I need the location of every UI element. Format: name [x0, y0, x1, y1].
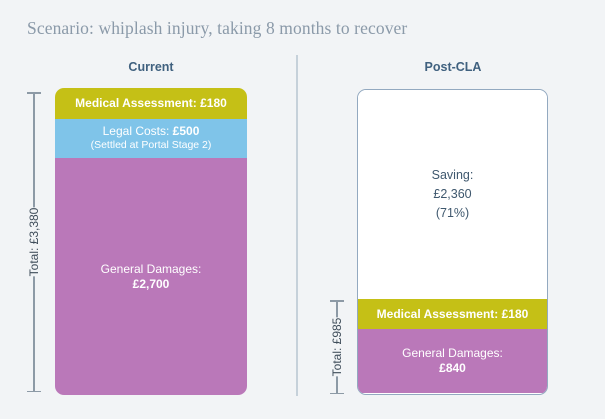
bar-segment-saving-post-cla[interactable]: Saving: £2,360 (71%) [358, 90, 547, 299]
bar-segment-medical-current[interactable]: Medical Assessment: £180 [55, 88, 247, 119]
bar-segment-legal-current[interactable]: Legal Costs: £500 (Settled at Portal Sta… [55, 119, 247, 158]
axis-cap-top [27, 92, 41, 94]
total-label-current: Total: £3,380 [24, 207, 44, 277]
segment-name: Legal Costs: [102, 124, 173, 139]
column-heading-post-cla: Post-CLA [424, 60, 482, 74]
column-heading-current: Current [128, 60, 174, 74]
segment-name: Medical Assessment: [75, 96, 201, 110]
segment-value: £2,700 [132, 276, 170, 291]
segment-value: £500 [172, 124, 200, 139]
axis-cap-bottom [330, 392, 344, 394]
segment-label-medical-current: Medical Assessment: £180 [75, 96, 227, 111]
bar-segment-medical-post-cla[interactable]: Medical Assessment: £180 [358, 299, 547, 329]
saving-label: Saving: [431, 168, 474, 183]
saving-percent: (71%) [435, 205, 470, 220]
page-title: Scenario: whiplash injury, taking 8 mont… [27, 18, 408, 38]
segment-name: General Damages: [402, 346, 503, 360]
bar-segment-damages-post-cla[interactable]: General Damages: £840 [358, 329, 547, 393]
stacked-bar-current: Medical Assessment: £180 Legal Costs: £5… [55, 88, 247, 395]
segment-label-medical-post-cla: Medical Assessment: £180 [377, 307, 529, 322]
axis-cap-top [330, 300, 344, 302]
total-label-post-cla: Total: £985 [327, 317, 347, 377]
axis-cap-bottom [27, 390, 41, 392]
total-axis-current: Total: £3,380 [24, 92, 44, 392]
stacked-bar-post-cla: Saving: £2,360 (71%) Medical Assessment:… [357, 89, 548, 395]
segment-sublabel-legal-current: (Settled at Portal Stage 2) [90, 139, 212, 152]
bar-segment-damages-current[interactable]: General Damages: £2,700 [55, 158, 247, 395]
saving-amount: £2,360 [433, 187, 472, 202]
segment-value: £180 [501, 306, 529, 321]
segment-name: Medical Assessment: [376, 306, 502, 321]
segment-value: £840 [439, 361, 466, 375]
segment-label-legal-current: Legal Costs: £500 [103, 124, 200, 139]
total-axis-post-cla: Total: £985 [327, 300, 347, 394]
segment-value: £180 [200, 96, 227, 110]
column-divider [296, 55, 298, 396]
segment-name: General Damages: [100, 261, 202, 276]
